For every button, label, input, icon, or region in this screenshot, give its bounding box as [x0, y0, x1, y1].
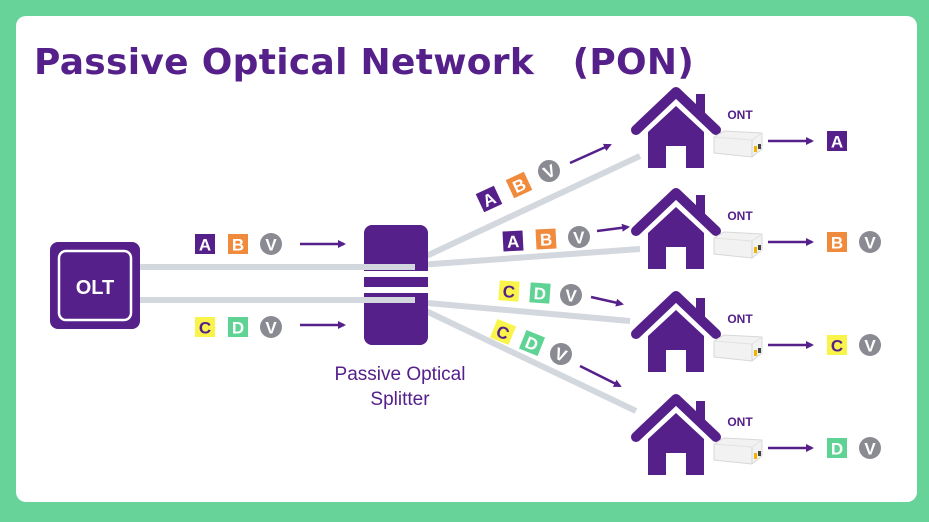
- ont-device-icon: [713, 334, 763, 362]
- signal-C-label: C: [831, 337, 843, 356]
- signal-A-badge: A: [827, 131, 847, 152]
- signal-V-badge: V: [859, 231, 881, 253]
- ont-device-icon: [713, 130, 763, 158]
- home-4: ONT D V: [636, 399, 881, 475]
- signal-V-label: V: [265, 236, 277, 255]
- signal-V-label: V: [565, 286, 578, 306]
- splitter-label-line2: Splitter: [370, 389, 430, 410]
- fiber-home-1: [403, 153, 642, 269]
- signal-V-badge: V: [859, 334, 881, 356]
- signal-V-badge: V: [859, 437, 881, 459]
- olt-box: OLT: [50, 242, 140, 329]
- arrows: [300, 143, 630, 388]
- house-icon: [636, 92, 716, 168]
- signal-D-badge: D: [529, 282, 551, 304]
- signal-B-label: B: [232, 236, 244, 255]
- signal-D-badge: D: [228, 317, 248, 338]
- signal-C-label: C: [502, 282, 516, 302]
- signal-B-label: B: [831, 234, 843, 253]
- ont-label: ONT: [727, 312, 753, 326]
- signal-D-label: D: [533, 284, 547, 304]
- home-1: ONT A: [636, 92, 847, 168]
- signal-group-to-home-1: ABV: [475, 160, 560, 213]
- signal-A-label: A: [506, 232, 519, 252]
- signal-V-badge: V: [550, 343, 572, 366]
- signal-V-label: V: [573, 228, 586, 248]
- homes: ONT A ONT B V ONT C V ONT D V: [636, 92, 881, 475]
- signal-B-label: B: [539, 230, 552, 250]
- signal-D-badge: D: [518, 329, 546, 357]
- signal-V-badge: V: [260, 316, 282, 338]
- fiber-home-4: [403, 298, 638, 414]
- signal-B-badge: B: [535, 228, 557, 250]
- ont-label: ONT: [727, 209, 753, 223]
- signal-V-badge: V: [568, 226, 590, 248]
- signal-C-badge: C: [827, 335, 847, 356]
- home-2: ONT B V: [636, 193, 881, 269]
- signal-A-label: A: [199, 236, 211, 255]
- signal-B-badge: B: [228, 234, 248, 255]
- signal-V-label: V: [864, 337, 876, 356]
- page-title: Passive Optical Network (PON): [34, 42, 695, 83]
- arrow-right-icon: [569, 143, 612, 165]
- house-icon: [636, 193, 716, 269]
- splitter-label-line1: Passive Optical: [335, 364, 466, 385]
- signal-A-badge: A: [475, 185, 503, 213]
- house-icon: [636, 296, 716, 372]
- signal-A-badge: A: [195, 234, 215, 255]
- signal-V-badge: V: [538, 160, 560, 183]
- signal-V-label: V: [864, 440, 876, 459]
- signal-V-badge: V: [560, 284, 582, 306]
- signal-C-badge: C: [498, 280, 520, 302]
- fiber-lines: [140, 153, 642, 414]
- ont-device-icon: [713, 231, 763, 259]
- signal-V-badge: V: [260, 233, 282, 255]
- arrow-right-icon: [590, 295, 624, 307]
- signal-B-badge: B: [827, 232, 847, 253]
- signal-C-label: C: [199, 319, 211, 338]
- signal-D-badge: D: [827, 438, 847, 459]
- olt-label: OLT: [76, 277, 115, 299]
- signal-B-badge: B: [505, 171, 533, 199]
- ont-label: ONT: [727, 415, 753, 429]
- arrow-right-icon: [579, 364, 622, 388]
- signal-D-label: D: [232, 319, 244, 338]
- ont-device-icon: [713, 437, 763, 465]
- fiber-home-3: [404, 298, 631, 324]
- arrow-right-icon: [596, 223, 630, 233]
- signal-C-badge: C: [489, 318, 517, 346]
- fiber-home-2: [404, 246, 641, 269]
- ont-label: ONT: [727, 108, 753, 122]
- splitter: Passive Optical Splitter: [335, 225, 466, 410]
- signal-C-badge: C: [195, 317, 215, 338]
- home-3: ONT C V: [636, 296, 881, 372]
- signal-V-label: V: [864, 234, 876, 253]
- signal-A-label: A: [831, 133, 843, 152]
- signal-D-label: D: [831, 440, 843, 459]
- signal-A-badge: A: [502, 230, 524, 252]
- house-icon: [636, 399, 716, 475]
- signal-V-label: V: [265, 319, 277, 338]
